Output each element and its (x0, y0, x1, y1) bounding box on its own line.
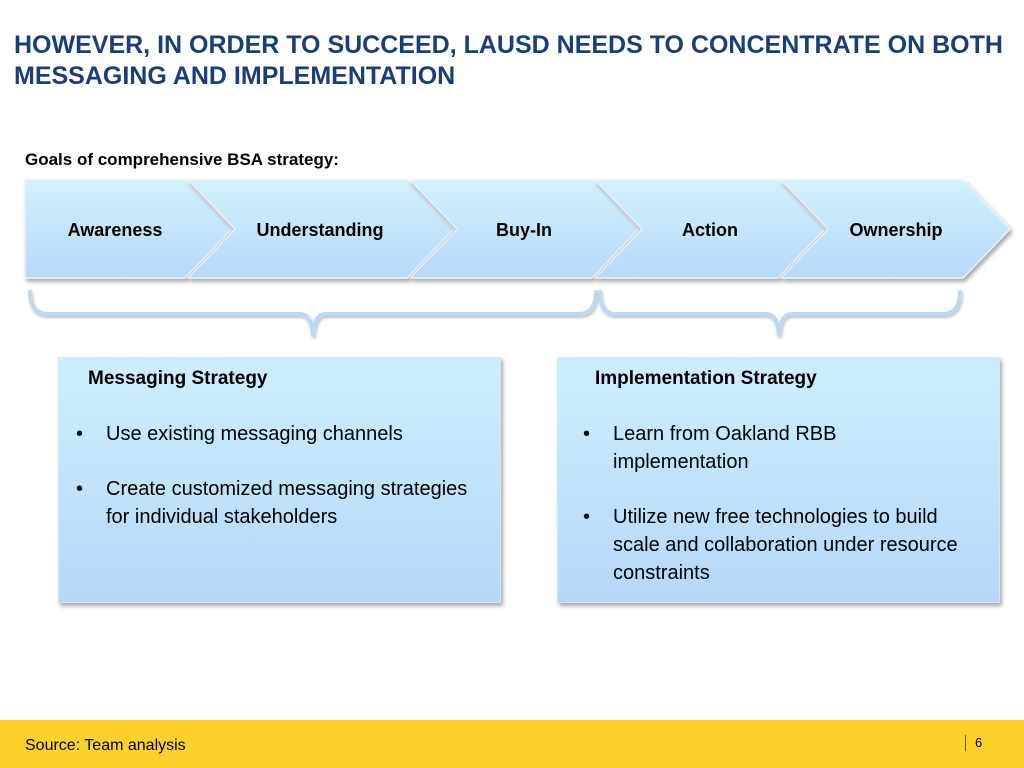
chevron-label-buy-in: Buy-In (496, 220, 552, 240)
chevron-label-awareness: Awareness (67, 220, 163, 240)
implementation-strategy-box: Implementation Strategy •Learn from Oakl… (557, 357, 1000, 603)
bullet-icon: • (583, 506, 591, 528)
bullet-icon: • (76, 423, 84, 445)
messaging-strategy-box: Messaging Strategy •Use existing messagi… (58, 357, 501, 603)
footer-bar: Source: Team analysis 6 (0, 720, 1024, 768)
slide-title: HOWEVER, IN ORDER TO SUCCEED, LAUSD NEED… (14, 31, 1003, 90)
messaging-strategy-title: Messaging Strategy (88, 368, 268, 389)
chevron-label-understanding: Understanding (256, 220, 384, 240)
source-note: Source: Team analysis (25, 737, 186, 754)
messaging-bullet-list: •Use existing messaging channels •Create… (64, 420, 484, 558)
chevron-label-ownership: Ownership (849, 220, 943, 240)
implementation-bracket (598, 290, 962, 337)
list-item: •Create customized messaging strategies … (64, 475, 484, 531)
implementation-strategy-title: Implementation Strategy (595, 368, 817, 389)
bullet-icon: • (76, 478, 84, 500)
implementation-bullet-list: •Learn from Oakland RBB implementation •… (571, 420, 971, 614)
chevron-label-action: Action (682, 220, 738, 240)
list-item: •Utilize new free technologies to build … (571, 503, 971, 587)
bullet-icon: • (583, 423, 591, 445)
list-item: •Learn from Oakland RBB implementation (571, 420, 971, 476)
messaging-bracket (28, 290, 598, 337)
slide-subtitle: Goals of comprehensive BSA strategy: (25, 150, 339, 169)
page-number: 6 (975, 735, 983, 750)
list-item: •Use existing messaging channels (64, 420, 484, 448)
page-number-separator (965, 735, 966, 751)
